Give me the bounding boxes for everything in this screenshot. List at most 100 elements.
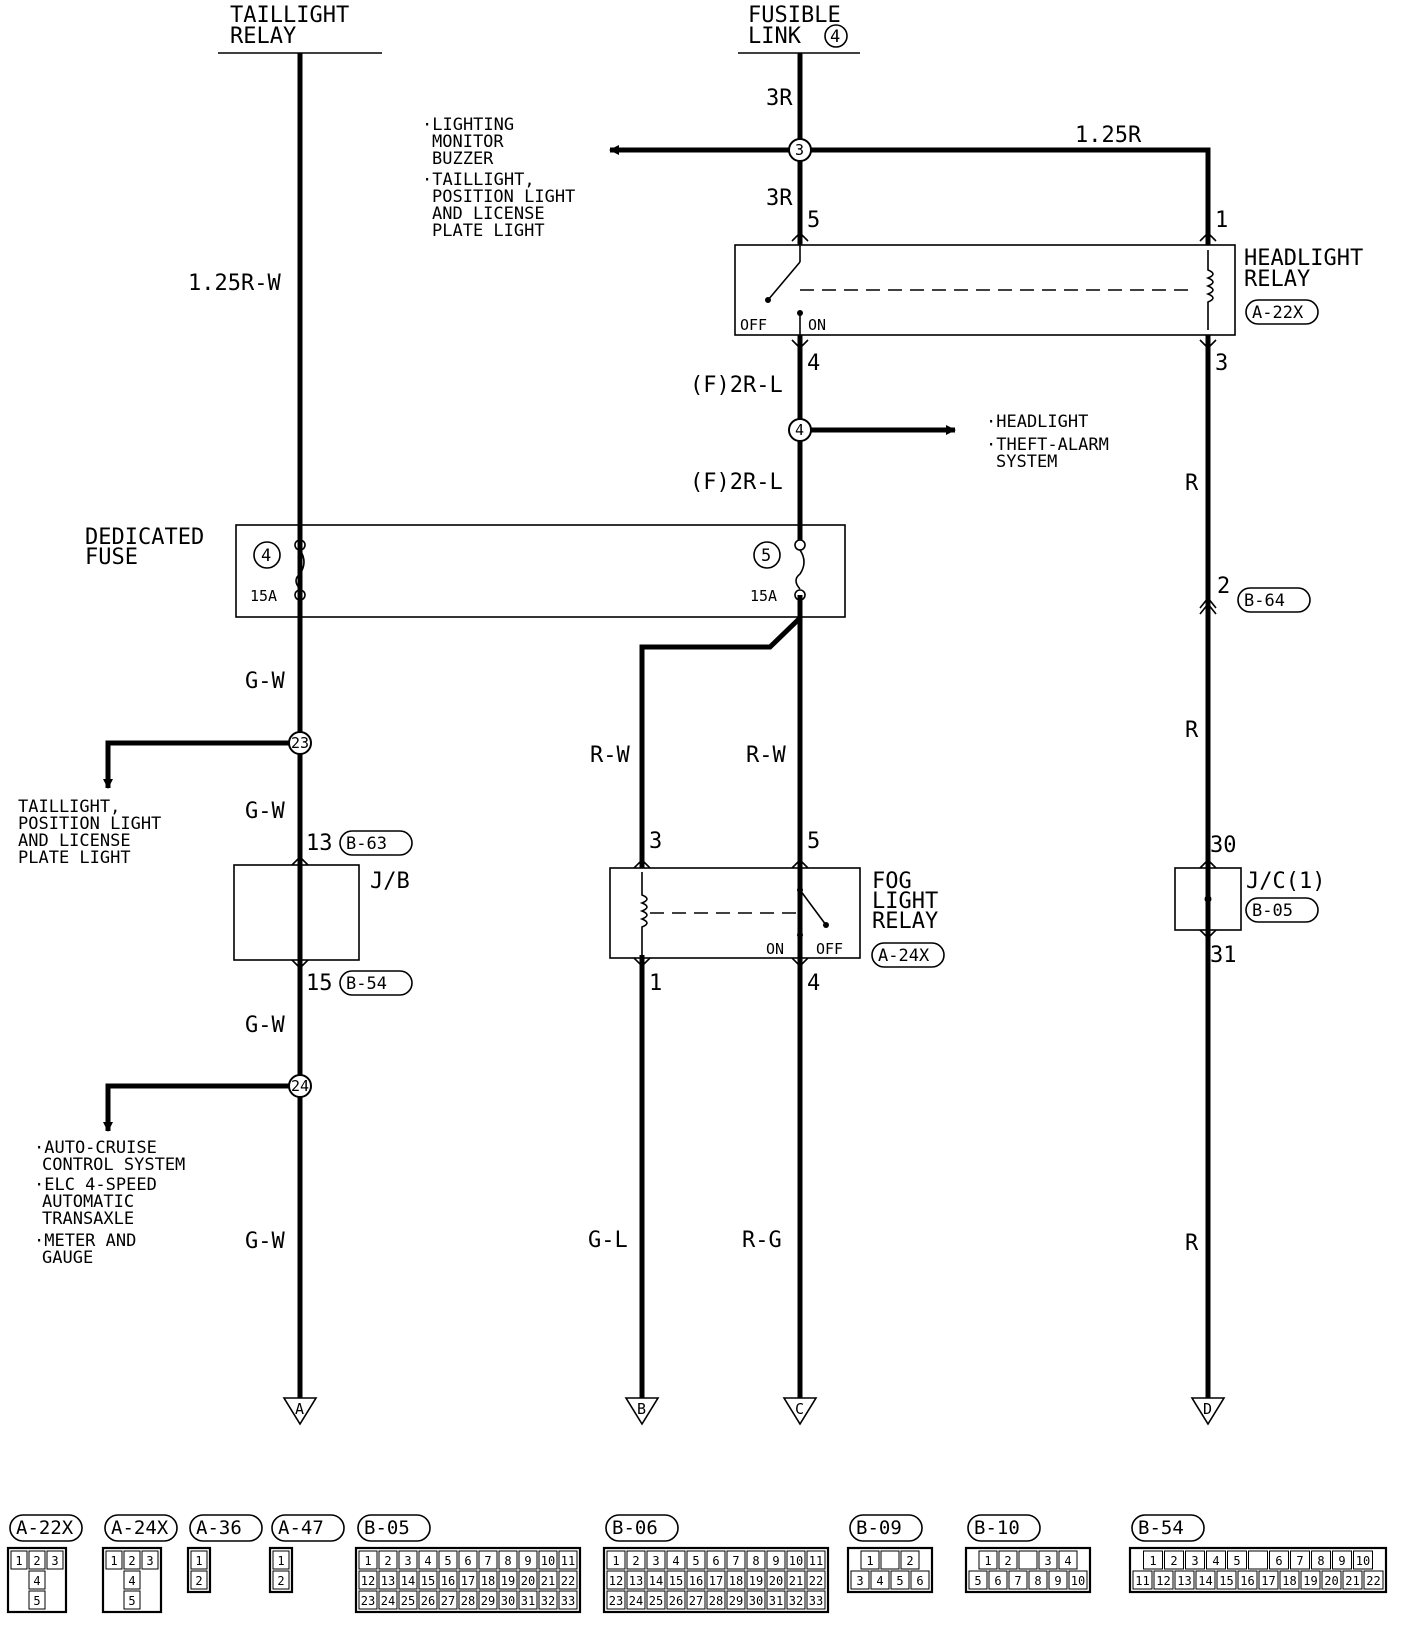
note-taillight-branch: TAILLIGHT, POSITION LIGHT AND LICENSE PL… bbox=[18, 797, 161, 868]
connector-pin: 4 bbox=[33, 1574, 40, 1588]
svg-text:B: B bbox=[637, 1400, 646, 1418]
connector-pin: 15 bbox=[1219, 1574, 1233, 1588]
connector-pin: 24 bbox=[381, 1594, 395, 1608]
svg-text:TAILLIGHT: TAILLIGHT bbox=[230, 3, 349, 28]
connector-pin: 2 bbox=[906, 1554, 913, 1568]
svg-text:G-W: G-W bbox=[245, 1013, 285, 1038]
svg-text:ON: ON bbox=[808, 316, 826, 334]
connector-code: A-24X bbox=[111, 1517, 169, 1539]
connector-pin: 29 bbox=[481, 1594, 495, 1608]
connector-pin: 23 bbox=[609, 1594, 623, 1608]
connector-pin: 22 bbox=[1366, 1574, 1380, 1588]
svg-text:AND LICENSE: AND LICENSE bbox=[18, 831, 131, 851]
svg-text:RELAY: RELAY bbox=[1244, 267, 1310, 292]
connector-pin: 2 bbox=[33, 1554, 40, 1568]
connector-code: B-05 bbox=[364, 1517, 410, 1539]
connector-pin: 15 bbox=[421, 1574, 435, 1588]
svg-text:B-63: B-63 bbox=[346, 834, 387, 854]
connector-pin: 4 bbox=[424, 1554, 431, 1568]
connector-pin: 19 bbox=[749, 1574, 763, 1588]
connector-pin: 20 bbox=[769, 1574, 783, 1588]
connector-pin: 31 bbox=[769, 1594, 783, 1608]
connector-pin: 16 bbox=[689, 1574, 703, 1588]
connector-pin: 26 bbox=[421, 1594, 435, 1608]
connector-pin: 25 bbox=[401, 1594, 415, 1608]
connector-pin: 11 bbox=[561, 1554, 575, 1568]
connector-pin: 19 bbox=[1303, 1574, 1317, 1588]
connector-pin: 21 bbox=[541, 1574, 555, 1588]
connector-code: B-10 bbox=[974, 1517, 1020, 1539]
connector-pin: 6 bbox=[994, 1574, 1001, 1588]
svg-text:HEADLIGHT: HEADLIGHT bbox=[1244, 246, 1363, 271]
connector-pin: 3 bbox=[1191, 1554, 1198, 1568]
svg-text:PLATE LIGHT: PLATE LIGHT bbox=[432, 221, 545, 241]
connector-pin: 18 bbox=[729, 1574, 743, 1588]
connector-pin: 1 bbox=[1149, 1554, 1156, 1568]
connector-pin: 5 bbox=[974, 1574, 981, 1588]
connector-pin: 8 bbox=[504, 1554, 511, 1568]
connector-pin: 16 bbox=[441, 1574, 455, 1588]
svg-text:15A: 15A bbox=[250, 587, 277, 605]
connector-pin: 8 bbox=[752, 1554, 759, 1568]
svg-text:5: 5 bbox=[761, 546, 771, 566]
connector-pin: 20 bbox=[521, 1574, 535, 1588]
connector-pin: 21 bbox=[789, 1574, 803, 1588]
svg-text:R: R bbox=[1185, 1231, 1199, 1256]
svg-text:R-W: R-W bbox=[746, 743, 786, 768]
svg-text:RELAY: RELAY bbox=[872, 909, 938, 934]
svg-text:R-G: R-G bbox=[742, 1228, 782, 1253]
svg-text:OFF: OFF bbox=[740, 316, 767, 334]
connector-pin: 5 bbox=[444, 1554, 451, 1568]
svg-text:A-22X: A-22X bbox=[1252, 303, 1304, 323]
connector-pin: 16 bbox=[1240, 1574, 1254, 1588]
svg-text:A-24X: A-24X bbox=[878, 946, 930, 966]
svg-text:B-05: B-05 bbox=[1252, 901, 1293, 921]
connector-code: B-54 bbox=[1138, 1517, 1184, 1539]
svg-text:1.25R: 1.25R bbox=[1075, 123, 1142, 148]
connector-pin: 8 bbox=[1034, 1574, 1041, 1588]
svg-text:GAUGE: GAUGE bbox=[42, 1248, 93, 1268]
svg-text:OFF: OFF bbox=[816, 940, 843, 958]
terminal-d: D bbox=[1190, 1397, 1226, 1426]
connector-pin: 30 bbox=[501, 1594, 515, 1608]
connector-pin: 29 bbox=[729, 1594, 743, 1608]
fusible-link-source: FUSIBLE LINK 4 bbox=[738, 3, 860, 54]
svg-text:3R: 3R bbox=[766, 86, 793, 111]
connector-pin: 22 bbox=[809, 1574, 823, 1588]
connector-pin: 17 bbox=[461, 1574, 475, 1588]
svg-text:4: 4 bbox=[807, 971, 820, 996]
svg-text:D: D bbox=[1203, 1400, 1212, 1418]
connector-pin: 11 bbox=[809, 1554, 823, 1568]
connector-pin: 5 bbox=[128, 1594, 135, 1608]
svg-text:SYSTEM: SYSTEM bbox=[996, 452, 1057, 472]
svg-text:R-W: R-W bbox=[590, 743, 630, 768]
svg-text:LIGHT: LIGHT bbox=[872, 889, 938, 914]
connector-pin: 6 bbox=[1275, 1554, 1282, 1568]
svg-text:MONITOR: MONITOR bbox=[432, 132, 504, 152]
connector-pin: 5 bbox=[692, 1554, 699, 1568]
connector-pin: 2 bbox=[195, 1574, 202, 1588]
svg-text:3: 3 bbox=[1215, 351, 1228, 376]
svg-text:DEDICATED: DEDICATED bbox=[85, 525, 204, 550]
connector-pin: 1 bbox=[984, 1554, 991, 1568]
connector-pin: 28 bbox=[709, 1594, 723, 1608]
connector-b64: 2 B-64 bbox=[1199, 574, 1311, 615]
svg-text:4: 4 bbox=[795, 421, 804, 439]
svg-text:G-W: G-W bbox=[245, 799, 285, 824]
note-headlight-branch: ·HEADLIGHT ·THEFT-ALARM SYSTEM bbox=[986, 412, 1109, 472]
connector-pin: 4 bbox=[1064, 1554, 1071, 1568]
connector-pin: 27 bbox=[441, 1594, 455, 1608]
svg-text:4: 4 bbox=[807, 351, 820, 376]
connector-pin: 21 bbox=[1345, 1574, 1359, 1588]
svg-text:R: R bbox=[1185, 718, 1199, 743]
svg-text:3R: 3R bbox=[766, 186, 793, 211]
connector-pin: 3 bbox=[1044, 1554, 1051, 1568]
wire-color-labels: 3R 3R 1.25R 1.25R-W (F)2R-L (F)2R-L R R … bbox=[188, 86, 1199, 1256]
connector-pin: 10 bbox=[541, 1554, 555, 1568]
connector-pin: 12 bbox=[1156, 1574, 1170, 1588]
svg-text:·THEFT-ALARM: ·THEFT-ALARM bbox=[986, 435, 1109, 455]
